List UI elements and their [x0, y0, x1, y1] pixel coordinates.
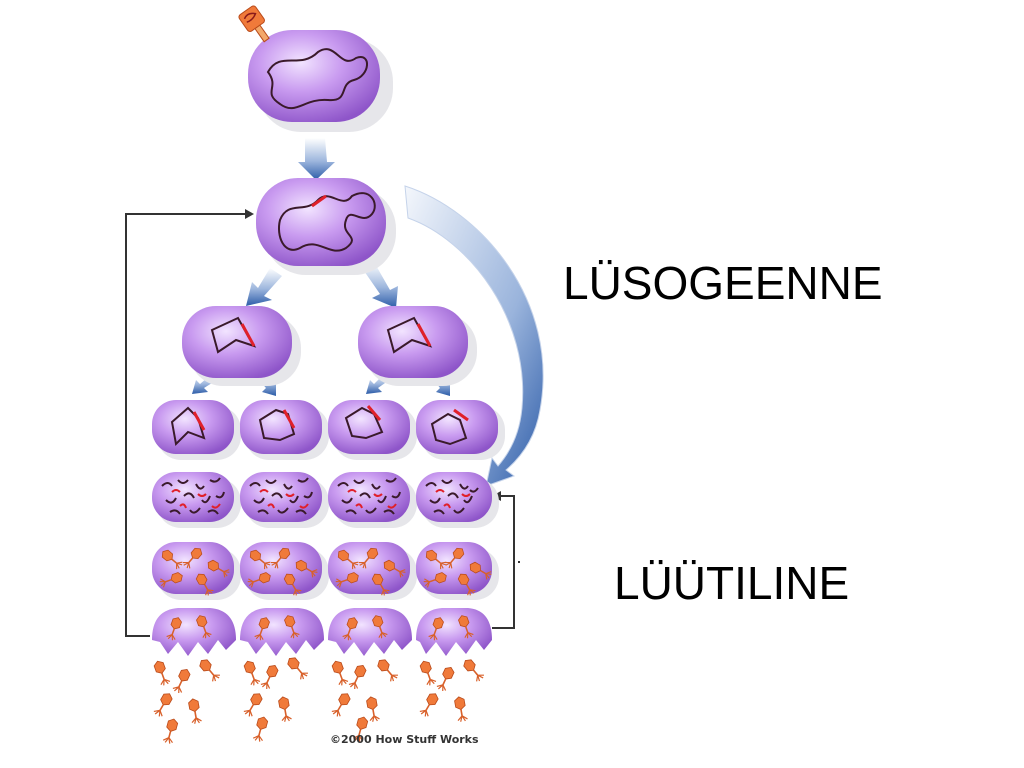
lysogenic-loop-line [125, 209, 254, 637]
lysogenic-bacterium [256, 178, 396, 275]
infected-bacterium [248, 30, 393, 132]
copyright-credit: ©2000 How Stuff Works [330, 733, 479, 746]
phage-virus-icon [238, 5, 270, 43]
lysing-cell-1 [152, 608, 236, 656]
lytic-row-assembly [152, 542, 499, 600]
lytic-row-lysis [152, 608, 492, 656]
bacterium-gen3-2 [240, 400, 329, 460]
bacterium-gen3-3 [328, 400, 417, 460]
replicating-cell-4 [416, 472, 499, 528]
infection-arrow [298, 138, 335, 180]
bacterium-gen2-left [182, 306, 301, 386]
assembly-cell-4 [416, 542, 499, 600]
bacterium-gen2-right [358, 306, 477, 386]
lytic-pathway-arrow [404, 185, 544, 487]
assembly-cell-1 [152, 542, 241, 600]
lysing-cell-4 [416, 608, 492, 656]
assembly-cell-2 [240, 542, 329, 600]
replicating-cell-3 [328, 472, 417, 528]
released-phages [152, 654, 486, 746]
lytic-cycle-label: LÜÜTILINE [614, 557, 850, 609]
replicating-cell-2 [240, 472, 329, 528]
replicating-cell-1 [152, 472, 241, 528]
lysing-cell-2 [240, 608, 324, 656]
division-arrows-1 [246, 262, 398, 308]
lysogenic-cycle-label: LÜSOGEENNE [563, 257, 883, 309]
assembly-cell-3 [328, 542, 417, 600]
lysing-cell-3 [328, 608, 412, 656]
bacterium-gen3-4 [416, 400, 505, 460]
lytic-row-replication [152, 472, 499, 528]
bacterium-gen3-1 [152, 400, 241, 460]
